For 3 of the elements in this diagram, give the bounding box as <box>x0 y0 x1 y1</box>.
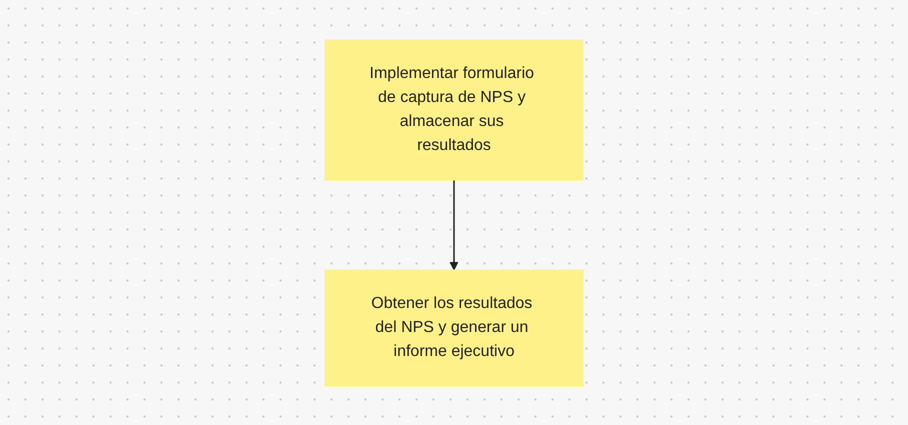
node-box: Obtener los resultados del NPS y generar un informe ejecutivo <box>324 269 584 386</box>
node-box: Implementar formulario de captura de NPS y almacenar sus resultados <box>324 39 584 180</box>
arrow <box>450 180 458 270</box>
